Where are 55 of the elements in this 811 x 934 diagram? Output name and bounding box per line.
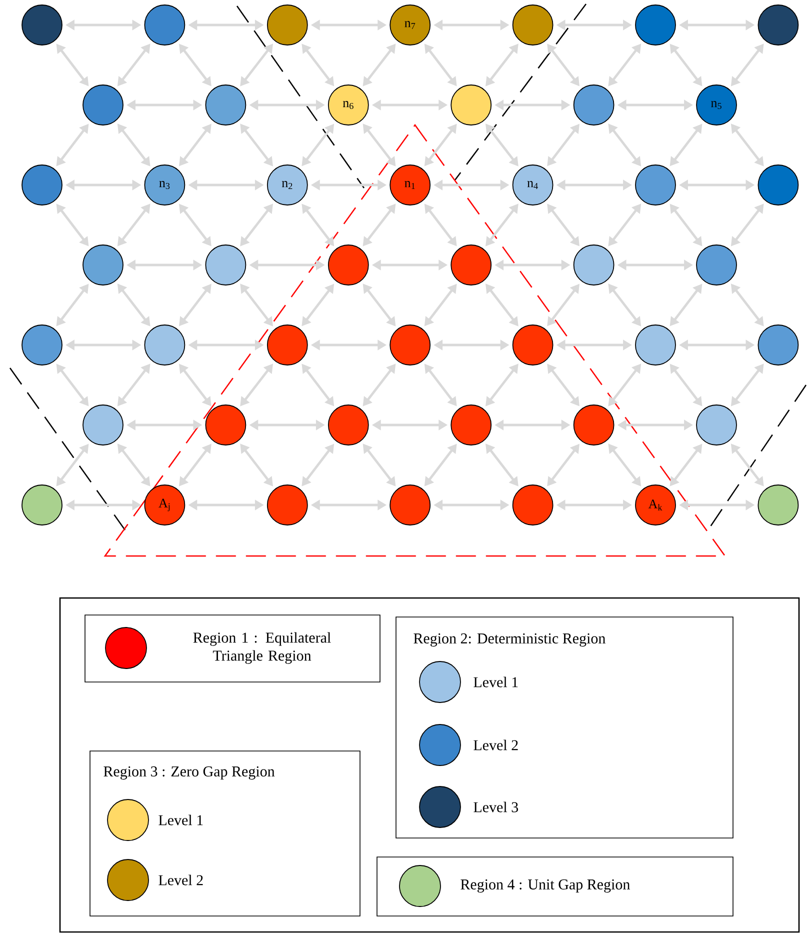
lattice-node: A$_{k}$ — [635, 484, 676, 526]
lattice-node — [573, 84, 614, 126]
lattice-node — [758, 164, 799, 206]
lattice-node — [512, 484, 554, 526]
legend-label: Level 1 — [158, 814, 203, 826]
legend-label: Level 2 — [474, 740, 518, 750]
lattice-node — [758, 484, 799, 526]
legend-label: Level 3 — [474, 802, 518, 812]
lattice-node — [450, 84, 492, 126]
lattice-node — [266, 324, 308, 366]
lattice-node — [573, 404, 614, 446]
lattice-node — [22, 484, 62, 526]
legend-heading: Region 3 : Zero Gap Region — [104, 766, 275, 780]
lattice-node — [328, 404, 369, 446]
lattice-node — [266, 4, 308, 46]
lattice-node: n$_{6}$ — [328, 84, 369, 126]
lattice-node — [390, 324, 431, 366]
legend-heading: Region 2: Deterministic Region — [414, 633, 606, 647]
lattice-node — [512, 4, 554, 46]
lattice-node: n$_{2}$ — [266, 164, 308, 206]
lattice-node — [758, 4, 799, 46]
lattice-node: n$_{3}$ — [144, 164, 186, 206]
legend-label: Region 4 : Unit Gap Region — [460, 879, 630, 893]
lattice-node — [450, 404, 492, 446]
lattice-node — [635, 4, 676, 46]
lattice-node — [205, 404, 246, 446]
lattice-node — [22, 164, 62, 206]
legend-label: Level 2 — [158, 874, 203, 886]
lattice-node — [205, 244, 246, 286]
lattice-node — [82, 244, 124, 286]
lattice-node — [82, 84, 124, 126]
lattice-node — [696, 244, 737, 286]
lattice-node: n$_{1}$ — [390, 164, 431, 206]
lattice-node: n$_{5}$ — [696, 84, 737, 126]
lattice-node — [144, 324, 186, 366]
lattice-node — [390, 484, 431, 526]
legend-label: Level 1 — [474, 676, 518, 688]
lattice-node — [328, 244, 369, 286]
lattice-node — [696, 404, 737, 446]
lattice-node — [512, 324, 554, 366]
legend-label: Region 1 : Equilateral Triangle Region — [193, 632, 331, 664]
lattice-node — [144, 4, 186, 46]
lattice-node — [635, 324, 676, 366]
lattice-node — [22, 4, 62, 46]
lattice-node: n$_{7}$ — [390, 4, 431, 46]
lattice-node — [205, 84, 246, 126]
lattice-node — [82, 404, 124, 446]
lattice-node — [266, 484, 308, 526]
lattice-node: n$_{4}$ — [512, 164, 554, 206]
lattice-node — [573, 244, 614, 286]
lattice-node — [635, 164, 676, 206]
lattice-node — [22, 324, 62, 366]
lattice-node — [758, 324, 799, 366]
lattice-node — [450, 244, 492, 286]
lattice-node: A$_{j}$ — [144, 484, 186, 526]
